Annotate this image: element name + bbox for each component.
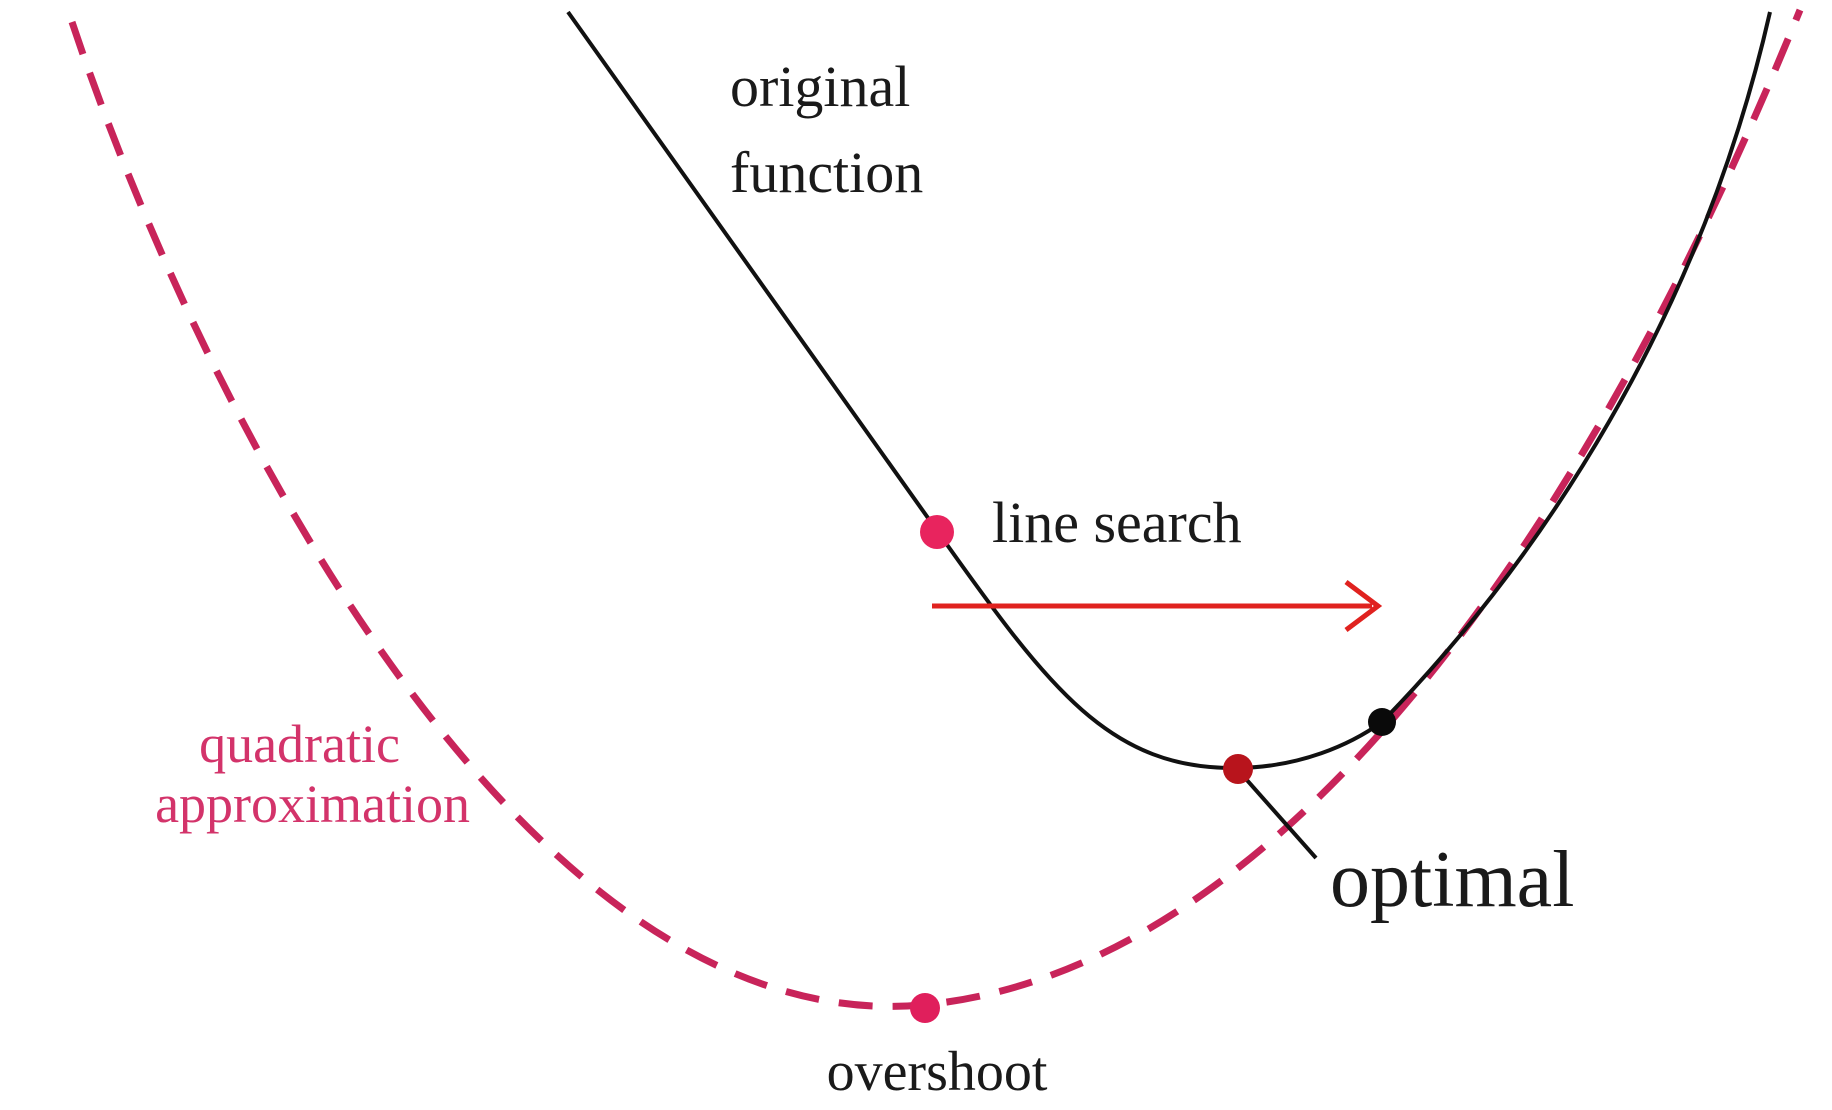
arrow-head — [1344, 580, 1383, 632]
overshoot-label: overshoot — [827, 1041, 1048, 1103]
original-function-label-line1: original — [730, 54, 910, 119]
line-search-label: line search — [992, 490, 1242, 555]
start-point — [920, 515, 954, 549]
overshoot-point — [910, 993, 940, 1023]
original-function-curve — [566, 10, 1772, 771]
quadratic-approximation-label-line2: approximation — [155, 774, 470, 834]
optimal-label: optimal — [1330, 836, 1574, 924]
line-search-result-point — [1223, 754, 1253, 784]
line-search-arrow — [932, 580, 1383, 632]
original-function-label-line2: function — [730, 140, 923, 205]
quadratic-approximation-label-line1: quadratic — [199, 714, 400, 774]
optimal-pointer-line — [1236, 768, 1318, 860]
optimal-point — [1368, 708, 1396, 736]
